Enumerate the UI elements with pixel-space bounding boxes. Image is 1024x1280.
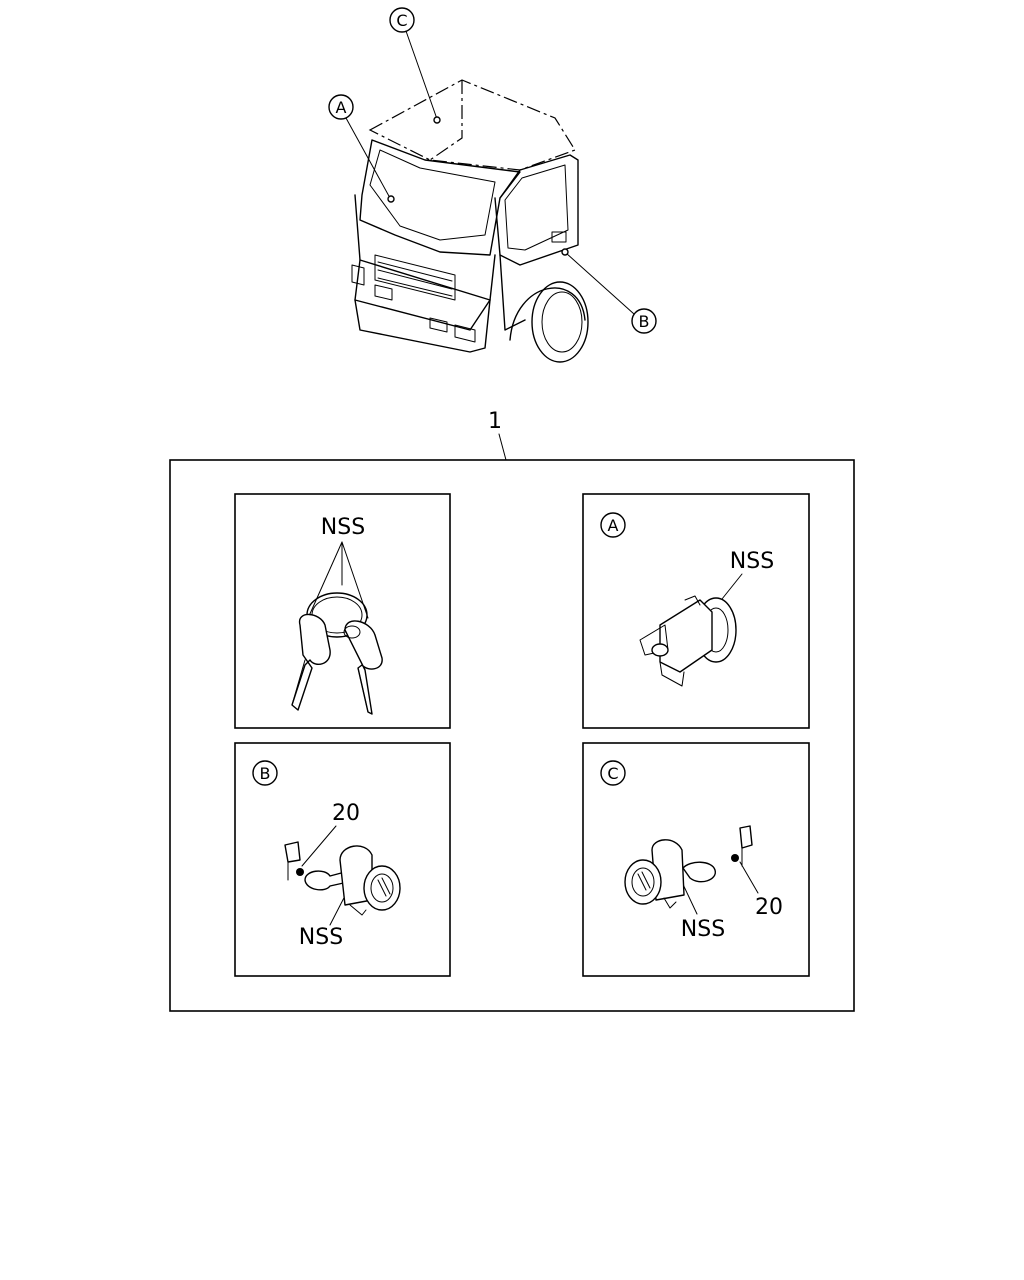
panel-b-label: NSS [299,925,343,950]
lock-cylinder-icon [639,595,737,687]
panel-c-label: NSS [681,917,725,942]
panel-c-tag: C [607,764,618,783]
panel-a-tag: A [608,516,619,535]
door-lock-cylinder-icon [284,841,401,916]
panel-b-ref: 20 [332,801,360,826]
door-lock-cylinder-icon [624,825,753,909]
panel-c: C 20 NSS [582,742,810,977]
keys-label: NSS [321,515,365,540]
panel-keys: NSS [234,493,451,729]
key-icon-second [343,620,383,715]
assembly-number: 1 [488,409,502,434]
panel-a: A NSS [582,493,810,729]
panel-c-ref: 20 [755,895,783,920]
callout-a-marker: A [328,94,395,203]
svg-text:B: B [639,312,650,331]
callout-c-marker: C [389,7,441,124]
panel-a-label: NSS [730,549,774,574]
svg-text:A: A [336,98,347,117]
panel-b: B 20 NSS [234,742,451,977]
svg-text:C: C [396,11,407,30]
assembly-box [169,459,855,1012]
panel-b-tag: B [260,764,271,783]
key-icon [291,613,331,711]
callout-b-marker: B [561,248,657,334]
truck-cab-illustration [351,79,589,363]
assembly-leader [498,433,507,461]
